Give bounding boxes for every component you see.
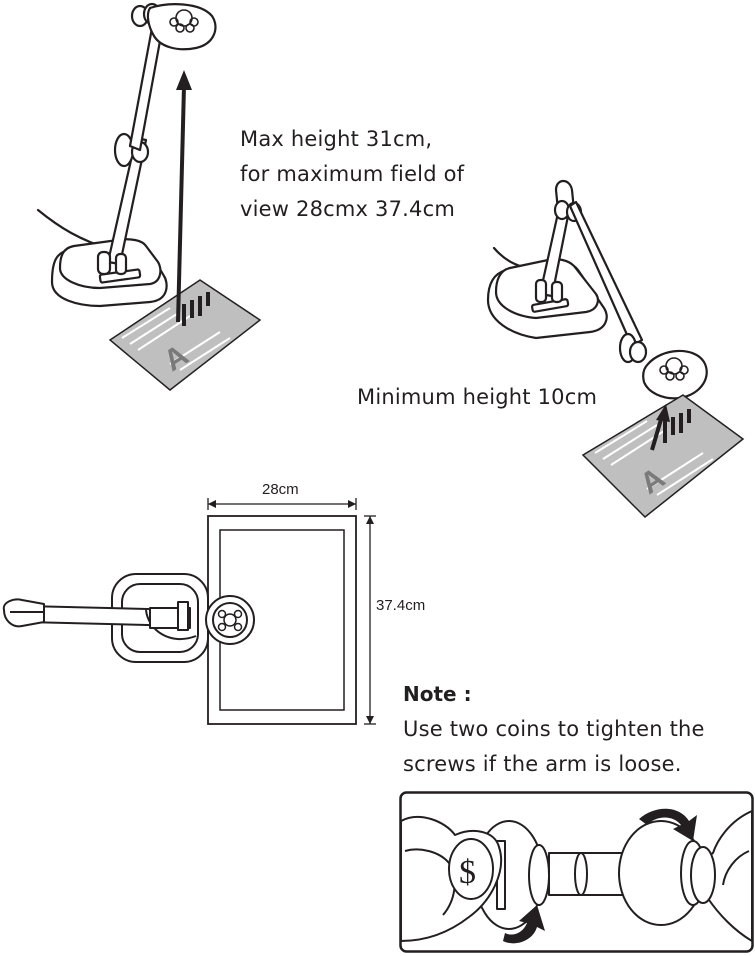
note-body: Use two coins to tighten the screws if t… [403,712,705,782]
rotate-arrow-right [639,808,697,841]
max-height-illustration: A [36,2,262,391]
max-height-line-1: Max height 31cm, [240,127,433,151]
coin-tightening-illustration: $ [399,791,754,953]
note-line-1: Use two coins to tighten the [403,717,705,741]
height-dimension-label: 37.4cm [376,597,426,614]
min-height-illustration: A [486,179,745,519]
svg-text:$: $ [459,854,476,891]
min-height-arrow [650,404,670,451]
document-max: A [108,279,262,391]
field-of-view-illustration [2,498,376,725]
rotate-arrow-left [503,905,545,944]
width-dimension-label: 28cm [262,481,299,498]
right-coin [690,846,716,904]
left-coin [448,838,494,900]
document-bar-chart [663,409,691,443]
max-height-line-2: for maximum field of [240,162,465,186]
upper-arm [568,200,644,348]
note-title: Note : [403,682,472,706]
max-height-caption: Max height 31cm, for maximum field of vi… [240,122,464,227]
document-min: A [581,394,745,519]
lens-cluster [659,357,689,381]
max-height-arrow [176,70,192,323]
lens-cluster [169,9,199,33]
max-height-line-3: view 28cmx 37.4cm [240,197,456,221]
min-height-caption: Minimum height 10cm [357,385,598,409]
upper-arm [128,26,164,152]
note-line-2: screws if the arm is loose. [403,752,682,776]
document-bar-chart [182,292,210,326]
camera-head [146,3,217,51]
